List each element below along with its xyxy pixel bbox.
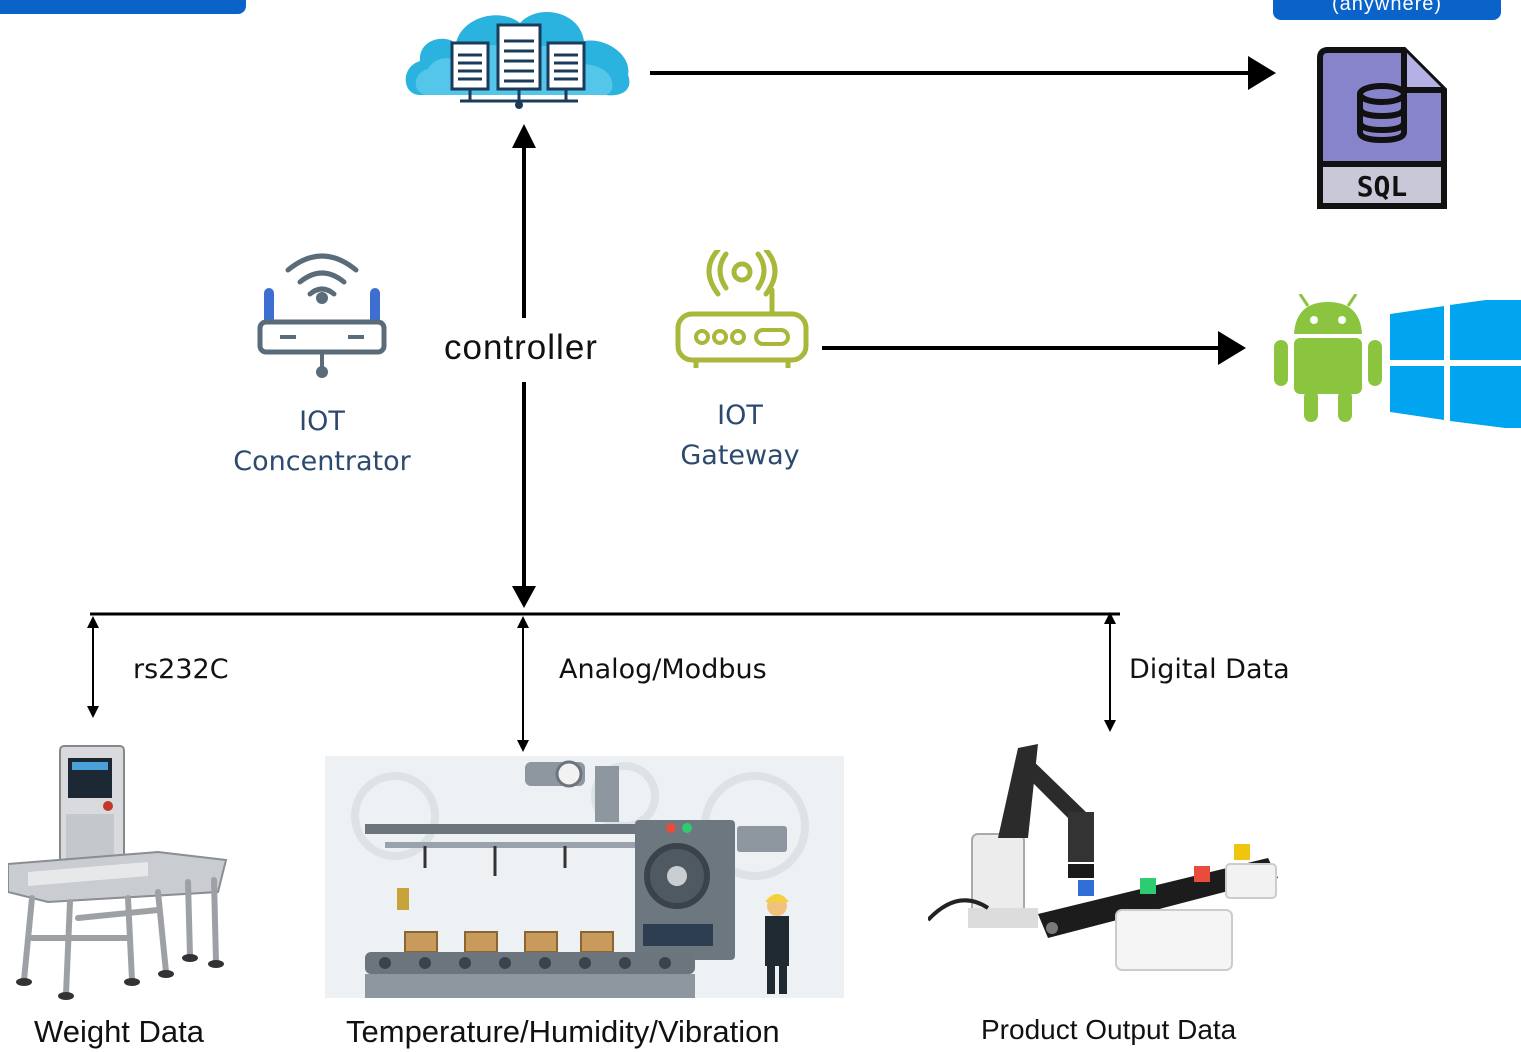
iot-gateway-line1: IOT xyxy=(717,400,763,431)
windows-icon xyxy=(1390,300,1521,428)
digital-data-label: Digital Data xyxy=(1129,654,1290,685)
arrowhead-bus xyxy=(512,586,536,608)
iot-gateway-icon xyxy=(675,250,809,368)
top-right-badge: (anywhere) xyxy=(1273,0,1501,20)
arrowhead-sql xyxy=(1248,56,1276,90)
controller-label: controller xyxy=(444,328,598,367)
analog-modbus-label: Analog/Modbus xyxy=(559,654,767,685)
top-left-badge xyxy=(0,0,246,14)
sql-file-icon: SQL xyxy=(1317,47,1447,209)
iot-gateway-line2: Gateway xyxy=(680,440,800,471)
product-output-data-label: Product Output Data xyxy=(981,1014,1237,1045)
checkweigher-image xyxy=(8,745,228,1000)
robot-arm-image xyxy=(928,744,1278,971)
rs232c-label: rs232C xyxy=(133,654,229,685)
android-icon xyxy=(1274,294,1382,422)
arrowhead-apps xyxy=(1218,331,1246,365)
arrowhead-cloud xyxy=(512,124,536,148)
sql-text: SQL xyxy=(1357,170,1408,203)
cloud-server-icon xyxy=(405,11,630,109)
temperature-humidity-vibration-label: Temperature/Humidity/Vibration xyxy=(346,1014,780,1049)
iot-concentrator-line2: Concentrator xyxy=(233,446,411,477)
iot-gateway-label: IOT Gateway xyxy=(640,396,840,476)
factory-line-image xyxy=(325,756,844,998)
wifi-router-icon xyxy=(257,253,387,378)
iot-concentrator-line1: IOT xyxy=(299,406,345,437)
weight-data-label: Weight Data xyxy=(34,1014,205,1049)
iot-concentrator-label: IOT Concentrator xyxy=(222,402,422,482)
